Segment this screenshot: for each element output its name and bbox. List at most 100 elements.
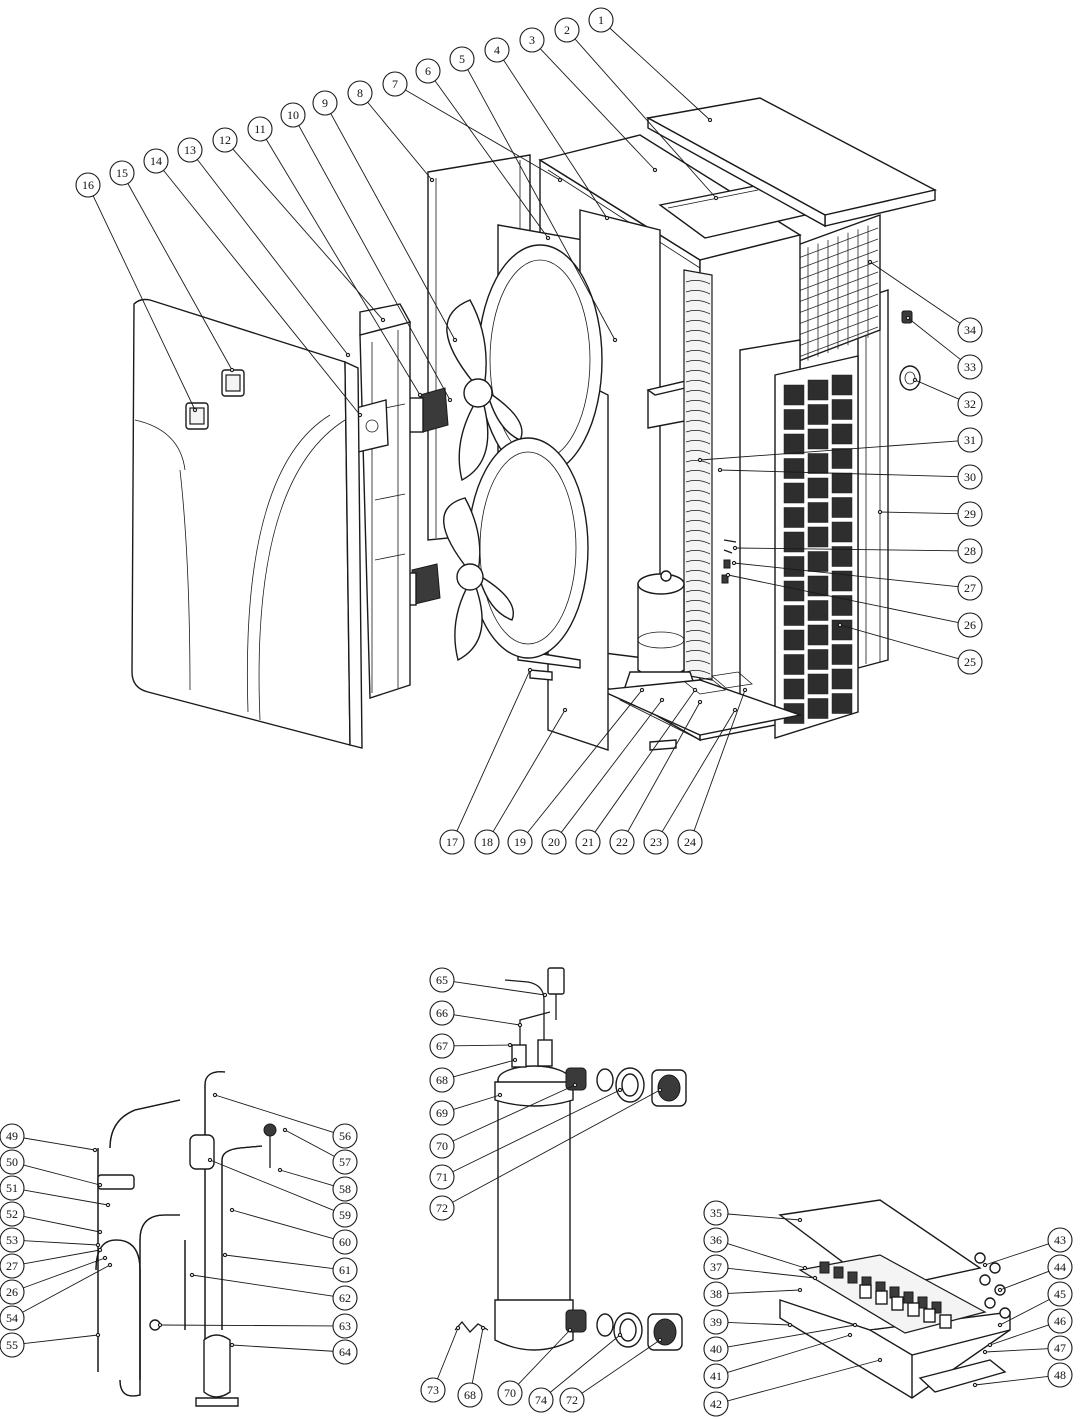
callout-c64: 64: [229, 1339, 358, 1365]
callout-c34: 34: [867, 259, 983, 343]
callout-c5: 5: [449, 46, 618, 343]
callout-c70: 70: [429, 1082, 578, 1159]
callout-c62: 62: [189, 1272, 358, 1311]
controller-keypad: [221, 369, 245, 397]
callout-label: 62: [339, 1291, 351, 1305]
callout-label: 72: [436, 1201, 448, 1215]
callout-label: 9: [322, 96, 328, 110]
callout-label: 3: [529, 33, 535, 47]
fan-upper: [446, 244, 603, 482]
water-heat-exchanger: [454, 967, 687, 1351]
callout-c18: 18: [474, 707, 568, 855]
callout-c13: 13: [177, 137, 351, 358]
callout-label: 32: [964, 397, 976, 411]
callout-c38: 38: [703, 1281, 803, 1307]
callout-c39: 39: [703, 1309, 793, 1335]
callout-label: 23: [650, 835, 662, 849]
callout-c11: 11: [247, 116, 423, 398]
callout-label: 38: [710, 1287, 722, 1301]
callout-label: 67: [436, 1039, 448, 1053]
callout-c4: 4: [484, 37, 610, 221]
callout-label: 27: [6, 1259, 18, 1273]
callout-label: 47: [1054, 1341, 1066, 1355]
callout-label: 50: [6, 1155, 18, 1169]
controller-display: [185, 402, 209, 430]
callout-label: 4: [494, 43, 500, 57]
callout-label: 46: [1054, 1314, 1066, 1328]
callout-c49: 49: [0, 1123, 98, 1153]
callout-label: 12: [219, 133, 231, 147]
callout-c48: 48: [972, 1362, 1073, 1388]
callout-c21: 21: [575, 687, 698, 855]
callout-label: 20: [548, 835, 560, 849]
callout-c35: 35: [703, 1200, 803, 1226]
callout-label: 51: [6, 1181, 18, 1195]
top-cover-panel: [645, 97, 938, 228]
terminal-block: [918, 1359, 1007, 1393]
callout-c37: 37: [703, 1254, 818, 1281]
callout-c63: 63: [157, 1313, 358, 1339]
callout-label: 61: [339, 1263, 351, 1277]
callout-label: 26: [964, 618, 976, 632]
callout-c58: 58: [277, 1167, 358, 1202]
callout-label: 24: [684, 835, 696, 849]
callout-c29: 29: [877, 501, 983, 527]
callout-label: 31: [964, 433, 976, 447]
callout-c12: 12: [212, 127, 386, 323]
compressor: [623, 570, 697, 691]
callout-label: 71: [436, 1170, 448, 1184]
callout-c6: 6: [415, 58, 551, 241]
temperature-sensors: [721, 539, 737, 584]
callout-label: 64: [339, 1345, 351, 1359]
callout-label: 66: [436, 1006, 448, 1020]
front-mesh-panel: [739, 339, 859, 739]
callout-label: 58: [339, 1182, 351, 1196]
accumulator: [195, 1334, 239, 1407]
callout-c70b: 70: [497, 1327, 573, 1406]
callout-c9: 9: [312, 90, 458, 343]
callout-c74: 74: [528, 1332, 623, 1413]
pipe-manifold: [97, 1174, 135, 1190]
callout-label: 56: [339, 1129, 351, 1143]
callout-c20: 20: [541, 697, 665, 855]
callout-c72b: 72: [559, 1337, 663, 1413]
callout-c43: 43: [982, 1227, 1073, 1268]
callout-c24: 24: [677, 687, 748, 855]
callout-label: 74: [535, 1393, 547, 1407]
callout-c14: 14: [143, 148, 363, 418]
callout-label: 37: [710, 1260, 722, 1274]
callout-c69: 69: [429, 1092, 503, 1126]
callout-label: 29: [964, 507, 976, 521]
side-rail-part: [857, 289, 889, 669]
callout-c30: 30: [717, 464, 983, 490]
callout-label: 36: [710, 1233, 722, 1247]
callout-c28: 28: [732, 538, 983, 564]
expansion-valve: [263, 1123, 277, 1137]
callout-c15: 15: [109, 160, 235, 373]
callout-c8: 8: [347, 80, 435, 183]
water-inlet: [565, 1067, 587, 1091]
callout-label: 28: [964, 544, 976, 558]
callout-c36: 36: [703, 1227, 808, 1271]
callout-label: 70: [436, 1139, 448, 1153]
callout-c66: 66: [429, 1000, 523, 1028]
callout-label: 68: [464, 1388, 476, 1402]
callout-label: 53: [6, 1233, 18, 1247]
callout-c61: 61: [222, 1252, 358, 1283]
callout-label: 40: [710, 1342, 722, 1356]
callout-c51: 51: [0, 1175, 111, 1208]
pressure-gauge: [899, 365, 921, 391]
callout-label: 57: [339, 1155, 351, 1169]
callout-c27: 27: [731, 560, 983, 601]
callout-c72: 72: [429, 1087, 663, 1221]
callout-label: 65: [436, 973, 448, 987]
callout-c40: 40: [703, 1322, 858, 1362]
callout-label: 26: [6, 1285, 18, 1299]
callout-c3: 3: [519, 27, 658, 173]
callout-label: 6: [425, 64, 431, 78]
fan-motor-upper: [404, 387, 449, 433]
callout-c32: 32: [912, 377, 983, 417]
motor-bracket: [359, 303, 412, 699]
main-unit-assembly: [131, 97, 938, 751]
